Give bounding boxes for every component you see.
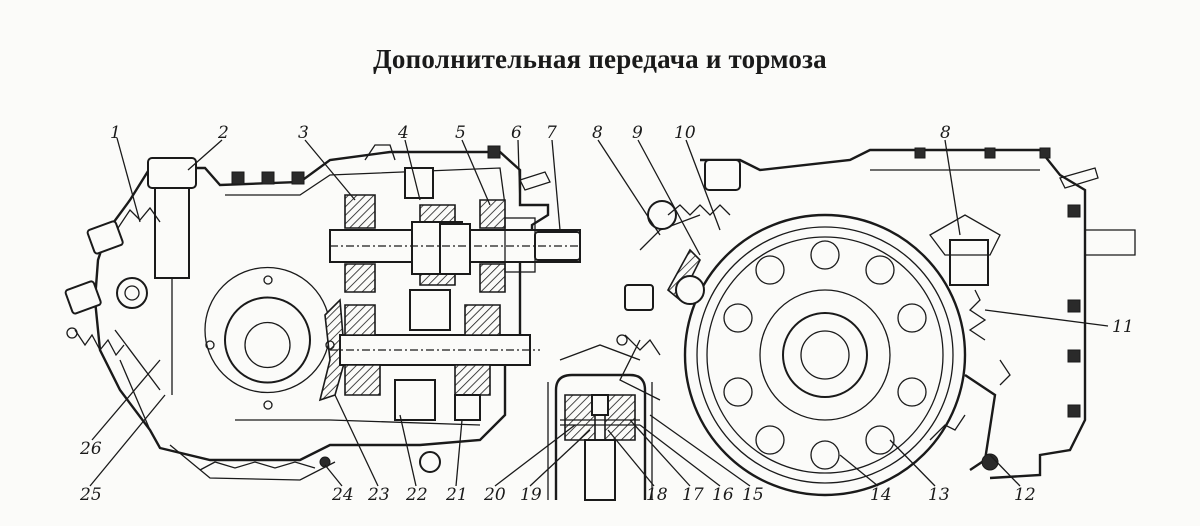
plug-detail-view [547,344,653,501]
bottom-bolt [319,456,331,468]
callout-7: 7 [546,123,557,143]
lower-shaft-assembly [330,289,540,421]
callout-22: 22 [405,485,428,505]
callout-23: 23 [367,485,390,505]
callout-18: 18 [646,485,668,505]
callout-17: 17 [682,485,704,505]
callout-9: 9 [632,123,643,143]
figure-title: Дополнительная передача и тормоза [373,44,827,74]
callout-6: 6 [511,123,522,143]
brake-drum-outer [683,213,967,497]
leader-lines [89,137,1109,487]
right-side-bolts [914,147,1081,418]
callout-25: 25 [79,485,102,505]
callout-8-left: 8 [592,123,603,143]
right-brake-cylinder [949,239,989,286]
large-gear-hub [204,266,346,410]
callout-1: 1 [110,123,121,143]
callout-10: 10 [674,123,696,143]
top-bolts-left [231,144,551,191]
callout-12: 12 [1014,485,1036,505]
housing-bottom-skirt [169,444,336,481]
callout-16: 16 [712,485,734,505]
callout-21: 21 [445,485,468,505]
callout-24: 24 [331,485,354,505]
callout-2: 2 [217,123,229,143]
right-housing-outline [700,148,1087,480]
final-drive-section-view [64,144,581,481]
callout-26: 26 [79,439,102,459]
callout-14: 14 [870,485,892,505]
callout-20: 20 [483,485,506,505]
drum-holes [723,240,927,470]
upper-shaft-assembly [329,167,581,293]
drain-plug [419,451,441,473]
callout-4: 4 [397,123,409,143]
callout-13: 13 [928,485,950,505]
callout-8-right: 8 [940,123,951,143]
callout-labels: 1 2 3 4 5 6 7 8 9 10 8 11 12 13 14 15 16… [79,123,1134,505]
callout-15: 15 [742,485,764,505]
callout-3: 3 [298,123,309,143]
brake-actuator-left [64,157,197,431]
callout-11: 11 [1112,317,1134,337]
callout-5: 5 [455,123,466,143]
housing-inner-line [225,167,506,426]
callout-19: 19 [520,485,542,505]
brake-drum-view [616,147,1136,497]
